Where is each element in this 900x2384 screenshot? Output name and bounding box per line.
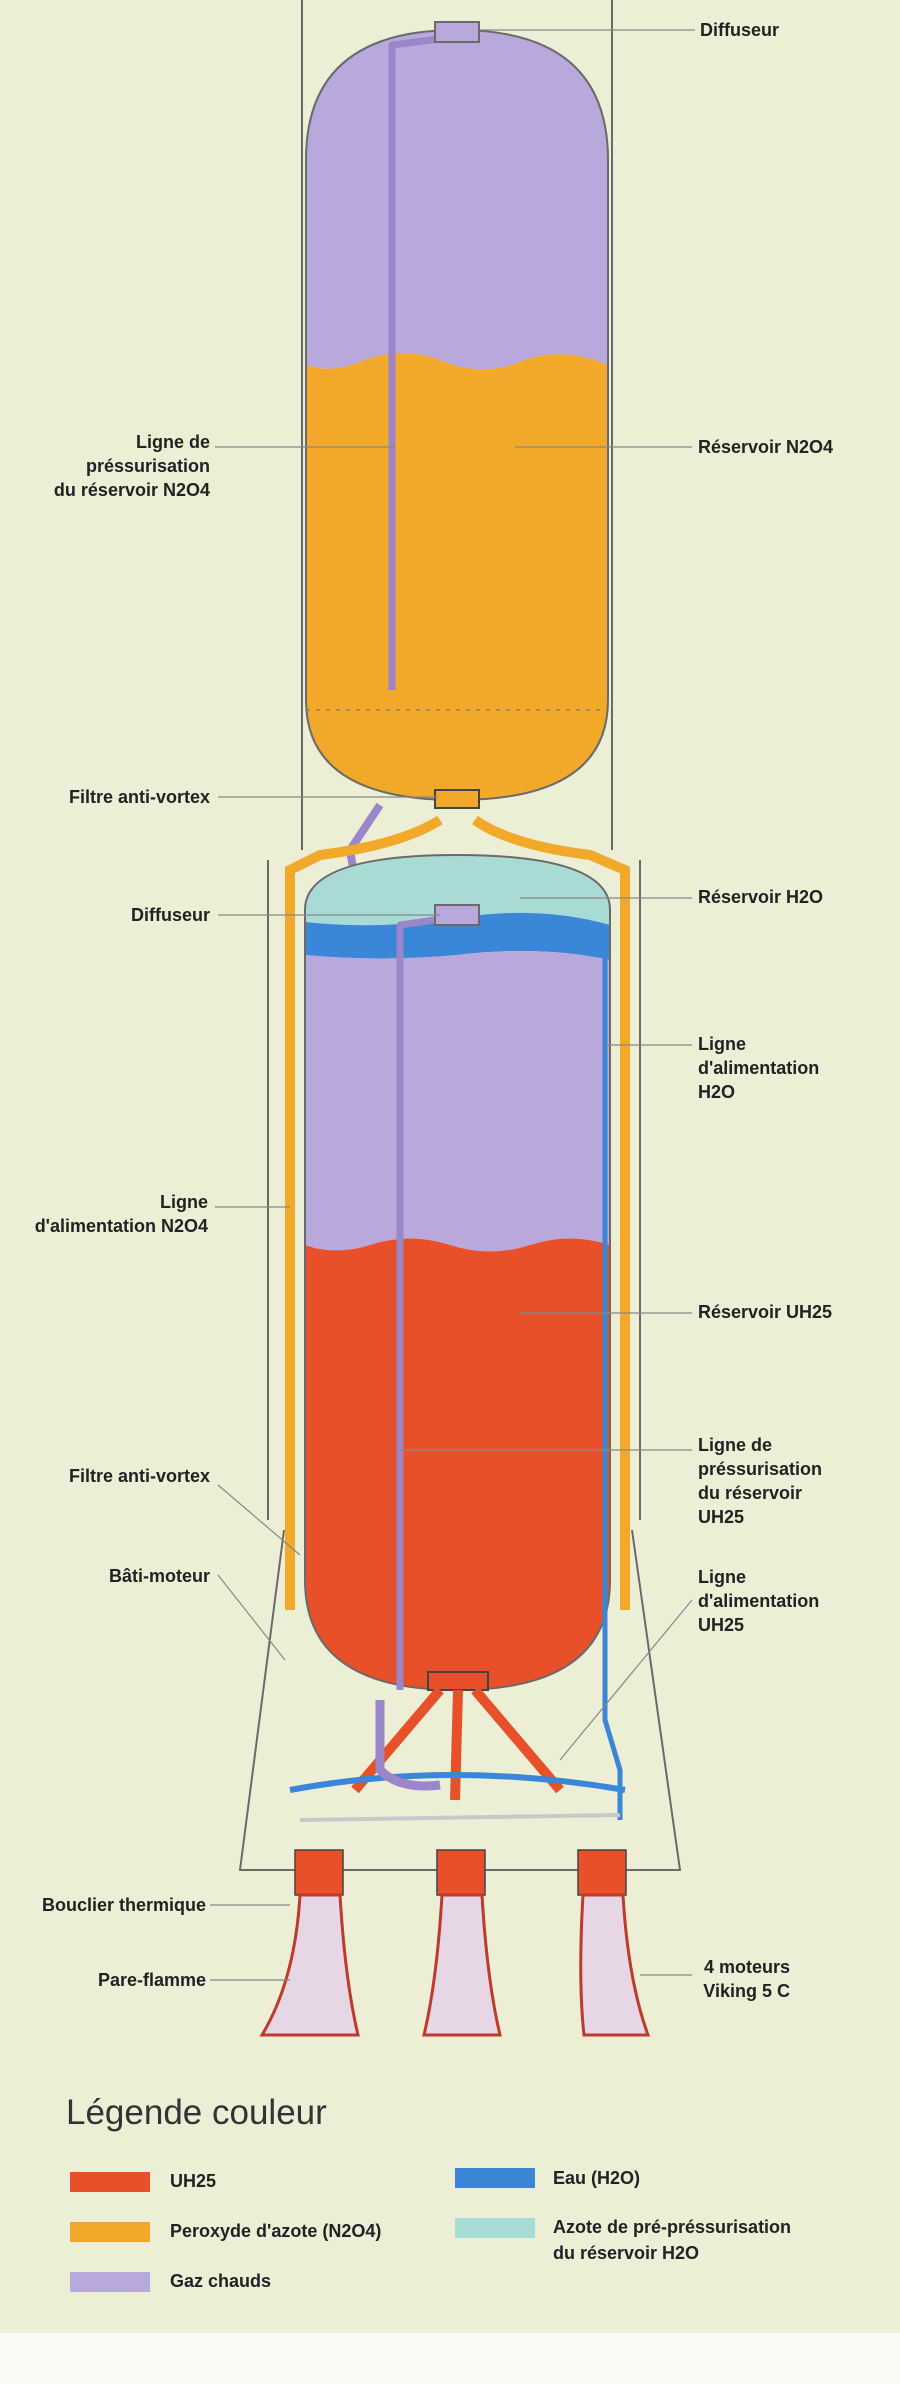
diffuser-mid	[434, 904, 480, 926]
legend-label-nitrogen-line1: Azote de pré-préssurisation	[553, 2217, 792, 2237]
label-ligne-press-uh25-line1: Ligne de	[698, 1435, 773, 1455]
bottom-margin	[0, 2333, 900, 2384]
label-moteurs-line2: Viking 5 C	[703, 1981, 790, 2001]
label-ligne-press-uh25-line4: UH25	[698, 1507, 745, 1527]
label-pare-flamme: Pare-flamme	[97, 1970, 206, 1990]
legend-swatch-water	[455, 2168, 535, 2188]
engine-bay	[289, 1671, 626, 1822]
label-reservoir-n2o4: Réservoir N2O4	[698, 437, 834, 457]
uh25-tank	[304, 853, 611, 1692]
label-ligne-alim-n2o4-line2: d'alimentation N2O4	[34, 1216, 208, 1236]
legend-label-n2o4: Peroxyde d'azote (N2O4)	[170, 2221, 382, 2241]
filter-top	[434, 789, 480, 809]
label-ligne-alim-h2o-line3: H2O	[698, 1082, 736, 1102]
label-ligne-alim-h2o-line2: d'alimentation	[698, 1058, 820, 1078]
legend-swatch-n2o4	[70, 2222, 150, 2242]
legend-swatch-nitrogen	[455, 2218, 535, 2238]
label-ligne-alim-uh25-line3: UH25	[698, 1615, 745, 1635]
legend-title: Légende couleur	[66, 2093, 327, 2132]
label-reservoir-uh25: Réservoir UH25	[698, 1302, 833, 1322]
nitrogen-pre-pressurization	[305, 855, 610, 926]
label-ligne-alim-h2o: Ligne d'alimentation H2O	[698, 1032, 819, 1104]
label-filtre-top: Filtre anti-vortex	[68, 787, 210, 807]
leader-lines	[210, 29, 695, 1981]
label-bouclier: Bouclier thermique	[41, 1895, 206, 1915]
label-ligne-press-n2o4-line3: du réservoir N2O4	[53, 480, 210, 500]
n2o4-tank-gas	[306, 30, 608, 370]
label-ligne-press-uh25-line3: du réservoir	[698, 1483, 803, 1503]
label-moteurs: 4 moteurs Viking 5 C	[690, 1955, 790, 2003]
engine-left	[259, 1849, 360, 2037]
label-diffuseur-top: Diffuseur	[700, 20, 780, 40]
engine-center	[422, 1849, 502, 2037]
label-ligne-alim-n2o4: Ligne d'alimentation N2O4	[10, 1190, 208, 1238]
legend-swatch-uh25	[70, 2172, 150, 2192]
label-diffuseur-mid: Diffuseur	[130, 905, 210, 925]
n2o4-tank	[305, 28, 609, 802]
label-ligne-alim-uh25-line1: Ligne	[698, 1567, 746, 1587]
legend-label-nitrogen: Azote de pré-préssurisation du réservoir…	[553, 2214, 791, 2266]
legend-label-hot-gas: Gaz chauds	[170, 2271, 272, 2291]
label-bati-moteur: Bâti-moteur	[108, 1566, 210, 1586]
uh25-tank-liquid	[305, 1238, 610, 1690]
label-ligne-press-uh25-line2: préssurisation	[698, 1459, 823, 1479]
label-moteurs-line1: 4 moteurs	[703, 1957, 790, 1977]
label-ligne-press-n2o4-line2: préssurisation	[85, 456, 210, 476]
water-layer	[305, 912, 610, 960]
engine-right	[577, 1849, 651, 2037]
label-ligne-alim-h2o-line1: Ligne	[698, 1034, 746, 1054]
label-ligne-press-n2o4-line1: Ligne de	[135, 432, 210, 452]
legend-label-water: Eau (H2O)	[553, 2168, 641, 2188]
label-filtre-bottom: Filtre anti-vortex	[68, 1466, 210, 1486]
legend-label-uh25: UH25	[170, 2171, 217, 2191]
label-ligne-press-n2o4: Ligne de préssurisation du réservoir N2O…	[30, 430, 210, 502]
diffuser-top	[434, 21, 480, 43]
label-ligne-alim-n2o4-line1: Ligne	[160, 1192, 208, 1212]
engines	[259, 1849, 651, 2037]
n2o4-tank-liquid	[306, 352, 608, 800]
uh25-tank-gas	[305, 951, 610, 1252]
legend-swatch-hot-gas	[70, 2272, 150, 2292]
legend-label-nitrogen-line2: du réservoir H2O	[553, 2243, 700, 2263]
label-ligne-alim-uh25: Ligne d'alimentation UH25	[698, 1565, 819, 1637]
label-reservoir-h2o: Réservoir H2O	[698, 887, 824, 907]
label-ligne-alim-uh25-line2: d'alimentation	[698, 1591, 820, 1611]
label-ligne-press-uh25: Ligne de préssurisation du réservoir UH2…	[698, 1433, 822, 1529]
